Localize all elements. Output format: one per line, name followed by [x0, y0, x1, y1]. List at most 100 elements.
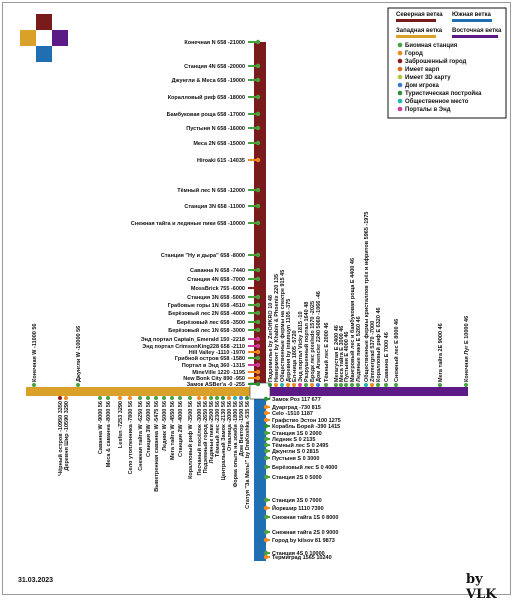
north-station-dot [255, 252, 261, 258]
legend-item-dot [397, 106, 403, 112]
north-station-dot [255, 39, 261, 45]
east-station-dot [324, 383, 328, 387]
legend-item-label: Дом игрока [405, 83, 440, 89]
north-station-dot [255, 294, 261, 300]
west-station-dot [178, 396, 182, 400]
west-station-dot [215, 396, 219, 400]
east-station-label: Пустыня E 4000 46 [344, 332, 350, 382]
west-station-dot [209, 396, 213, 400]
legend-item-label: Заброшенный город [405, 58, 467, 65]
east-station-label: Коралловый риф E 6320 46 [375, 307, 382, 382]
north-station-dot [255, 203, 261, 209]
north-station-dot [255, 310, 261, 316]
north-station-label: Станция "Ну и дыра" 658 -8000 [161, 253, 245, 259]
logo [20, 14, 68, 62]
south-station-label: Станция 4S 0 10000 [272, 551, 325, 557]
east-station-dot [364, 383, 368, 387]
legend-north-swatch [396, 19, 436, 22]
west-station-label: Отвалица -2000 56 [227, 401, 233, 451]
legend-east-label: Восточная ветка [452, 28, 502, 34]
north-station-label: Грабовые горы 1N 658 -4510 [168, 302, 245, 309]
south-station-label: Джунгли S 0 2815 [272, 449, 319, 455]
north-station-label: New Bonk City 890 -950 [183, 376, 245, 382]
west-station-label: Песчаный посёлок -3000 56 [196, 401, 203, 476]
north-station-dot [255, 276, 261, 282]
legend-item-label: Город [405, 51, 423, 57]
south-station-label: Снежная тайга 1S 0 8000 [272, 514, 338, 521]
author-signature: by VLK [466, 572, 497, 602]
map-frame [2, 2, 511, 595]
east-station-label: Бродк лес pixelsdo 1570 -2025 [310, 301, 316, 382]
legend-east-swatch [452, 35, 498, 38]
west-station-label: Деревня Шир -10590 3290 [64, 401, 70, 471]
north-station-dot [255, 285, 261, 291]
west-station-dot [154, 396, 158, 400]
west-station-dot [239, 396, 243, 400]
north-station-dot [255, 355, 261, 361]
west-station-label: Дом Вектор -1500 56 [239, 401, 245, 456]
west-station-label: Меса & саванна -8000 56 [106, 401, 112, 467]
east-station-label: Энд портал Vicky 1815 -10 [298, 311, 304, 382]
legend-item-dot [397, 50, 403, 56]
south-station-dot [263, 474, 269, 480]
north-station-label: Меса 2N 658 -15000 [193, 141, 245, 147]
north-station-label: Станция 4N 658 -7000 [187, 277, 245, 283]
north-station-label: Снежная тайга и ледяные пики 658 -10000 [131, 220, 245, 227]
west-station-dot [128, 396, 132, 400]
south-station-label: Дуарград -730 815 [272, 405, 321, 411]
legend-item-dot [397, 90, 403, 96]
west-station-label: Конечная W -11000 56 [32, 324, 38, 382]
east-station-label: Ледяные пики E 5260 46 [356, 316, 362, 382]
north-station-label: Энд портал CrimsonKing228 658 -2110 [142, 344, 245, 350]
logo-east-square [52, 30, 68, 46]
south-station-label: Замок Роз 117 677 [272, 397, 321, 403]
west-station-dot [188, 396, 192, 400]
south-station-dot [263, 410, 269, 416]
west-station-dot [146, 396, 150, 400]
north-station-dot [255, 375, 261, 381]
north-station-dot [255, 302, 261, 308]
north-station-label: Берёзовый лес 1N 658 -3000 [168, 327, 245, 334]
legend-item-label: Туристическая постройка [405, 90, 482, 97]
south-station-dot [263, 436, 269, 442]
east-station-label: Мега тайга 2E 9000 46 [437, 323, 444, 382]
north-station-label: Пустыня N 658 -16000 [186, 126, 245, 132]
legend-box [387, 7, 507, 119]
north-station-dot [255, 111, 261, 117]
east-station-dot [268, 383, 272, 387]
north-station-label: Энд портал Captain_Emerald 150 -2218 [141, 337, 245, 343]
north-station-dot [255, 220, 261, 226]
south-station-label: Йоркшир 1110 7390 [272, 504, 324, 512]
west-station-label: Станция 3W -6000 56 [146, 401, 152, 457]
east-station-dot [464, 383, 468, 387]
north-station-dot [255, 267, 261, 273]
north-station-dot [255, 327, 261, 333]
south-station-label: Корабль Борей -390 1415 [272, 423, 340, 430]
east-station-label: Разрушенный портал 1640 48 [303, 302, 310, 382]
west-station-label: Подземный город -2650 56 [202, 401, 209, 473]
east-station-label: Общественные фермы на спектре 915 45 [279, 270, 286, 382]
west-station-label: Мега тайга W -4550 56 [169, 401, 176, 460]
north-station-label: Тёмный лес N 658 -12000 [177, 187, 245, 194]
west-station-dot [64, 396, 68, 400]
north-station-dot [255, 187, 261, 193]
south-station-label: Станция 1S 0 2000 [272, 431, 322, 437]
south-line [254, 395, 266, 561]
legend-item-dot [397, 98, 403, 104]
north-station-label: Грибной остров 658 -1580 [175, 355, 245, 362]
west-station-dot [138, 396, 142, 400]
north-station-dot [255, 157, 261, 163]
east-station-label: Конечная Луг E 10000 46 [464, 316, 470, 382]
north-station-label: MineVille 1220 -1195 [192, 370, 245, 376]
east-station-dot [384, 383, 388, 387]
west-station-dot [98, 396, 102, 400]
west-station-label: Ледяные пики -2500 56 [209, 401, 215, 463]
south-station-label: Станция 3S 0 7000 [272, 498, 322, 504]
legend-item-dot [397, 58, 403, 64]
south-station-label: Станция 2S 0 5000 [272, 475, 322, 481]
east-station-dot [316, 383, 320, 387]
west-station-label: Тёмный лес -2300 56 [214, 401, 221, 457]
east-station-label: Дом Arsencier 2240 5060 -1066 -46 [316, 291, 322, 382]
east-station-label: Подземелье by ZerOffKRO 10 48 [268, 295, 274, 382]
